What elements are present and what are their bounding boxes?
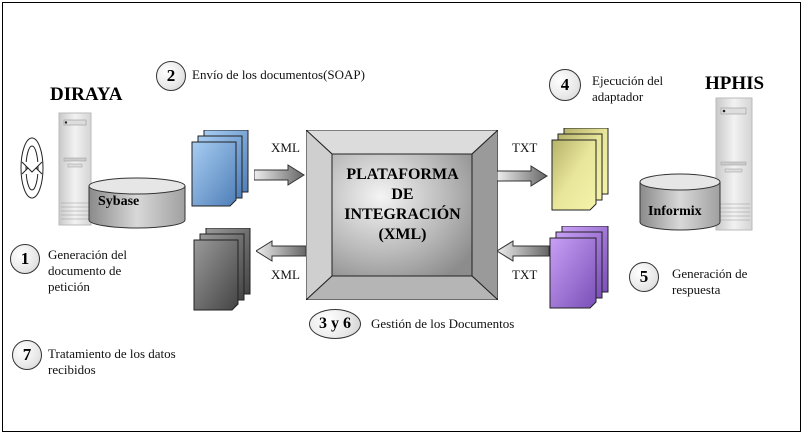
txt-response-documents-icon xyxy=(549,226,609,309)
integration-platform-box xyxy=(306,130,498,300)
xml-in-label: XML xyxy=(271,140,300,155)
txt-out-label: TXT xyxy=(512,140,538,155)
xml-out-label: XML xyxy=(271,267,300,282)
step-line: Gestión de los Documentos xyxy=(371,316,515,331)
hphis-title: HPHIS xyxy=(705,73,765,94)
txt-in-label: TXT xyxy=(512,267,538,282)
diraya-title: DIRAYA xyxy=(50,84,123,105)
step-2-text: Envío de los documentos(SOAP) xyxy=(192,67,365,83)
step-3-6-badge: 3 y 6 xyxy=(309,309,361,339)
informix-database-icon xyxy=(639,173,721,231)
xml-response-documents-icon xyxy=(193,228,251,311)
step-line: documento de xyxy=(48,263,122,278)
arrow-right-xml-icon xyxy=(254,164,305,186)
txt-request-documents-icon xyxy=(551,128,609,211)
platform-line: (XML) xyxy=(378,226,427,243)
step-5-text: Generación de respuesta xyxy=(672,266,747,298)
sybase-label: Sybase xyxy=(98,194,140,209)
xml-request-documents-icon xyxy=(191,130,249,207)
sybase-database-icon xyxy=(88,177,186,229)
diagram-frame xyxy=(2,2,801,432)
sync-arrows-icon xyxy=(20,137,44,199)
step-4-text: Ejecución del adaptador xyxy=(592,73,663,105)
step-line: respuesta xyxy=(672,282,721,297)
step-1-badge: 1 xyxy=(10,244,40,274)
platform-line: DE xyxy=(391,186,414,203)
arrow-left-xml-icon xyxy=(256,240,307,262)
step-4-badge: 4 xyxy=(549,69,581,101)
step-line: adaptador xyxy=(592,89,644,104)
platform-line: PLATAFORMA xyxy=(346,166,459,183)
step-line: Ejecución del xyxy=(592,73,664,88)
step-line: recibidos xyxy=(48,362,96,377)
step-line: petición xyxy=(48,279,90,294)
step-7-badge: 7 xyxy=(12,340,42,370)
step-line: Generación de xyxy=(672,266,748,281)
step-2-badge: 2 xyxy=(156,61,186,91)
platform-label: PLATAFORMA DE INTEGRACIÓN (XML) xyxy=(335,165,470,245)
hphis-server-group xyxy=(639,97,753,231)
arrow-left-txt-icon xyxy=(497,240,550,262)
server-tower-icon xyxy=(58,112,92,226)
arrow-right-txt-icon xyxy=(497,165,548,187)
step-line: Tratamiento de los datos xyxy=(48,346,176,361)
diraya-server-group xyxy=(20,112,186,229)
step-7-text: Tratamiento de los datos recibidos xyxy=(48,346,176,378)
step-line: Envío de los documentos(SOAP) xyxy=(192,67,365,82)
step-1-text: Generación del documento de petición xyxy=(48,247,127,295)
step-line: Generación del xyxy=(48,247,128,262)
informix-label: Informix xyxy=(648,204,702,219)
platform-line: INTEGRACIÓN xyxy=(344,206,461,223)
server-tower-icon xyxy=(715,97,753,231)
step-3-6-text: Gestión de los Documentos xyxy=(371,316,514,332)
step-5-badge: 5 xyxy=(629,262,659,292)
